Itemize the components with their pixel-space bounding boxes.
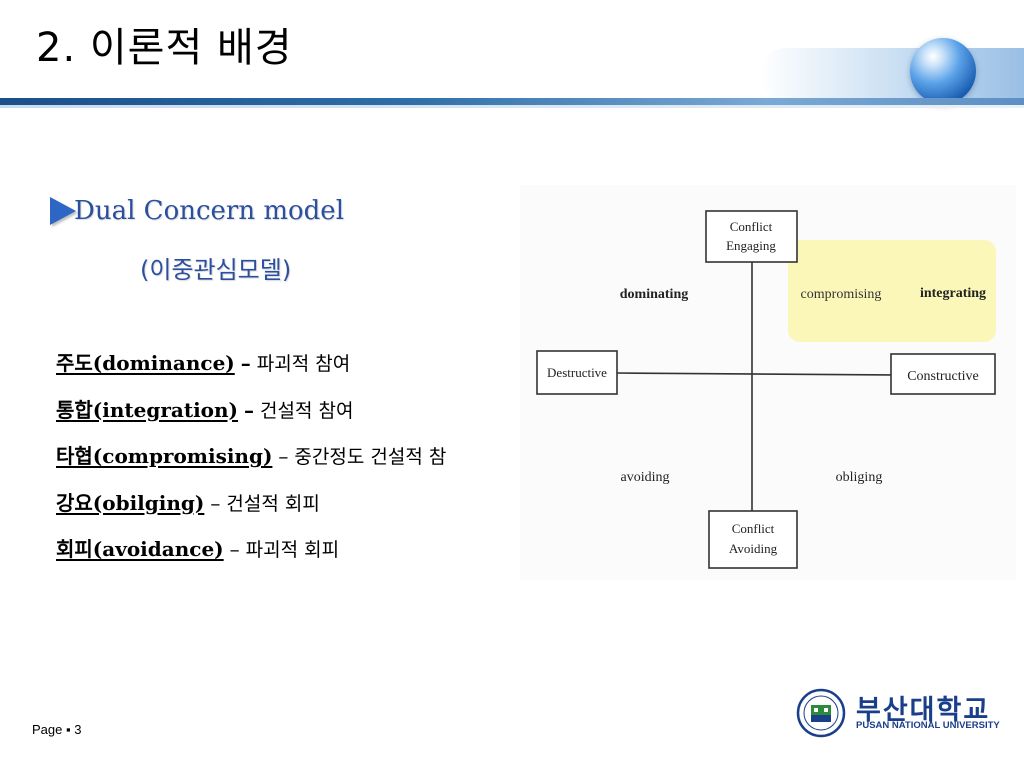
list-item: 통합(integration)–건설적 참여 — [56, 393, 446, 440]
box-label: Conflict — [732, 521, 775, 536]
item-description: 파괴적 회피 — [245, 539, 340, 561]
quadrant-label-obliging: obliging — [836, 470, 883, 485]
item-separator: – — [229, 537, 240, 561]
strategy-list: 주도(dominance)–파괴적 참여 통합(integration)–건설적… — [56, 346, 446, 579]
model-heading: Dual Concern model — [74, 196, 345, 226]
quadrant-label-integrating: integrating — [920, 286, 986, 301]
model-subheading: (이중관심모델) — [140, 256, 292, 284]
item-term: 타협(compromising) — [56, 444, 273, 468]
item-description: 파괴적 참여 — [256, 353, 351, 375]
item-separator: – — [210, 490, 221, 515]
header-divider-band — [0, 98, 1024, 108]
conflict-avoiding-box — [708, 510, 798, 569]
university-logo-korean: 부산대학교 — [856, 695, 991, 726]
horizontal-axis — [615, 372, 893, 376]
item-term: 주도(dominance) — [56, 351, 235, 375]
box-label: Conflict — [730, 219, 773, 234]
university-logo-english: PUSAN NATIONAL UNIVERSITY — [856, 720, 1000, 731]
item-term: 회피(avoidance) — [56, 537, 224, 561]
item-description: 건설적 참여 — [260, 399, 354, 422]
page-label: Page — [32, 722, 63, 737]
list-item: 강요(obilging)–건설적 회피 — [56, 486, 446, 533]
box-label: Destructive — [547, 365, 607, 380]
conflict-engaging-box — [705, 210, 798, 263]
item-separator: – — [278, 444, 289, 468]
item-separator: – — [244, 397, 255, 422]
box-label: Engaging — [726, 238, 776, 253]
quadrant-label-avoiding: avoiding — [621, 470, 670, 485]
quadrant-label-compromising: compromising — [801, 287, 882, 302]
constructive-box — [890, 353, 996, 395]
item-description: 중간정도 건설적 참 — [294, 446, 447, 468]
box-label: Constructive — [907, 369, 979, 384]
list-item: 주도(dominance)–파괴적 참여 — [56, 346, 446, 393]
destructive-box — [536, 350, 618, 395]
list-item: 회피(avoidance)–파괴적 회피 — [56, 532, 446, 579]
list-item: 타협(compromising)–중간정도 건설적 참 — [56, 439, 446, 486]
university-seal-icon — [796, 688, 846, 738]
quadrant-label-dominating: dominating — [620, 287, 688, 302]
triangle-bullet-icon — [50, 197, 76, 225]
highlight-region — [788, 240, 996, 342]
item-term: 통합(integration) — [56, 397, 239, 422]
page-separator: ▪ — [66, 722, 71, 737]
item-separator: – — [240, 351, 251, 375]
slide-title: 2. 이론적 배경 — [36, 25, 293, 71]
item-description: 건설적 회피 — [226, 492, 320, 515]
header-glow-decoration — [760, 48, 1024, 100]
blue-orb-icon — [910, 38, 976, 104]
page-number: 3 — [74, 722, 82, 737]
box-label: Avoiding — [729, 541, 778, 556]
item-term: 강요(obilging) — [56, 490, 205, 515]
page-number-footer: Page ▪ 3 — [32, 722, 81, 737]
